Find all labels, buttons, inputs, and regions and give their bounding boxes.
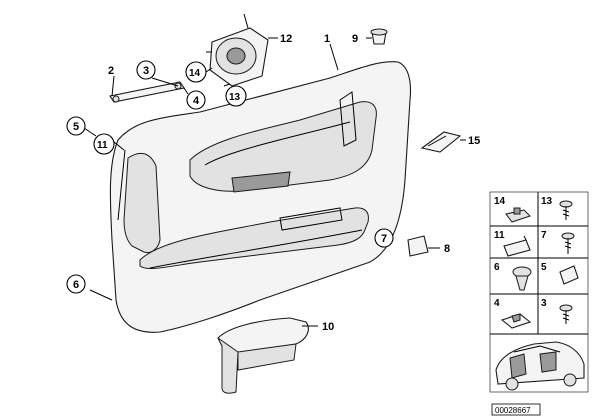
callout-5: 5 (73, 121, 79, 133)
fastener-14-icon (505, 207, 531, 223)
panel-cell-7: 7 (541, 230, 547, 241)
callout-2: 2 (108, 65, 114, 77)
fastener-panel: 14 13 11 7 6 5 4 3 (489, 191, 589, 393)
panel-cell-4: 4 (494, 298, 500, 309)
fastener-5-icon (559, 265, 579, 285)
callouts: 1 12 9 2 3 14 4 13 5 11 15 7 8 6 10 (66, 33, 480, 333)
callout-10: 10 (322, 321, 334, 333)
fastener-7-icon (561, 232, 575, 254)
panel-cell-11: 11 (494, 230, 505, 241)
fastener-4-icon (500, 313, 532, 329)
callout-13-circle (225, 85, 247, 107)
callout-14: 14 (189, 68, 201, 79)
car-thumbnail-icon (495, 341, 585, 391)
leader-lines (83, 37, 466, 327)
fastener-3-icon (559, 304, 573, 324)
panel-cell-14: 14 (494, 196, 506, 207)
panel-cell-5: 5 (541, 262, 547, 273)
handle-cover-icon (420, 131, 462, 153)
reference-number-text: 00028667 (495, 406, 531, 415)
callout-9: 9 (352, 33, 358, 45)
fastener-11-icon (503, 235, 531, 257)
clip-icon (370, 28, 388, 45)
callout-5-circle (66, 116, 86, 136)
panel-cell-3: 3 (541, 298, 547, 309)
callout-6: 6 (73, 279, 79, 291)
callout-4-circle (186, 90, 206, 110)
callout-12: 12 (280, 33, 292, 45)
callout-3-circle (136, 60, 156, 80)
callout-3: 3 (143, 65, 149, 77)
panel-cell-13: 13 (541, 196, 553, 207)
callout-14-circle (185, 61, 207, 83)
reference-number: 00028667 (491, 403, 541, 416)
callout-1: 1 (324, 33, 330, 45)
callout-11-circle (93, 133, 115, 155)
callout-13: 13 (229, 92, 241, 103)
fastener-13-icon (559, 200, 573, 220)
callout-6-circle (66, 274, 86, 294)
callout-8: 8 (444, 243, 450, 255)
panel-cell-6: 6 (494, 262, 500, 273)
fastener-6-icon (512, 266, 532, 291)
door-trim-panel (109, 61, 412, 333)
bracket-icon (109, 81, 185, 103)
speaker-icon (206, 13, 269, 87)
callout-15: 15 (468, 135, 480, 147)
callout-11: 11 (97, 140, 108, 151)
armrest-pad-icon (217, 317, 309, 394)
cap-icon (407, 235, 429, 257)
callout-7-circle (374, 228, 394, 248)
callout-4: 4 (193, 95, 200, 107)
callout-7: 7 (381, 233, 387, 245)
